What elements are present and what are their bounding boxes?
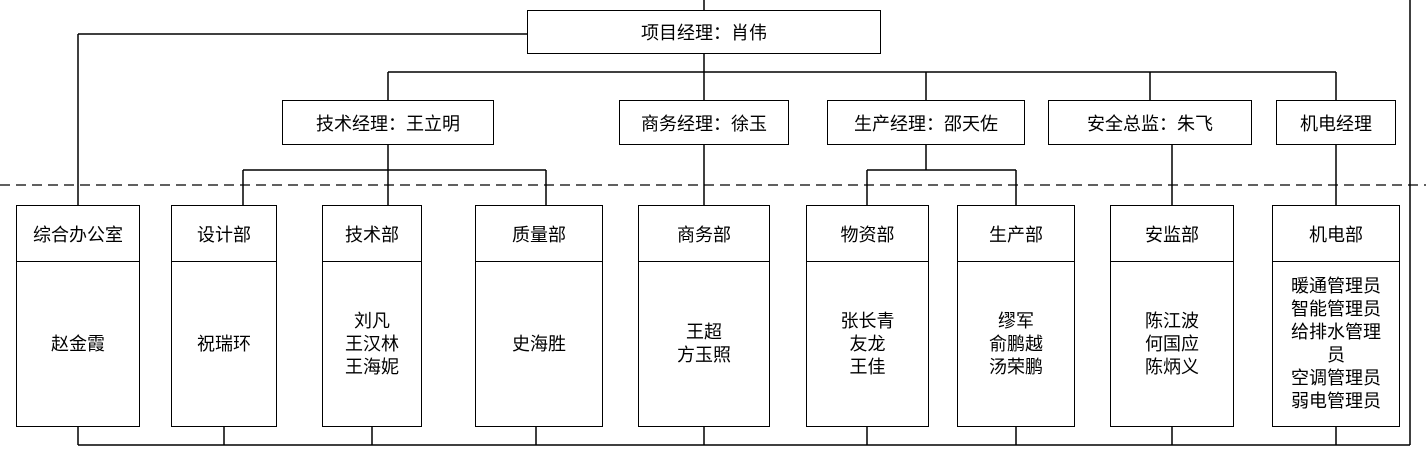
department-technical: 技术部 刘凡 王汉林 王海妮 — [322, 205, 422, 427]
department-quality: 质量部 史海胜 — [475, 205, 603, 427]
manager-label: 商务经理：徐玉 — [641, 113, 767, 135]
manager-box-business: 商务经理：徐玉 — [619, 100, 789, 145]
department-safety-supervision: 安监部 陈江波 何国应 陈炳义 — [1110, 205, 1234, 427]
department-title: 安监部 — [1111, 206, 1233, 262]
staff-names: 赵金霞 — [51, 333, 105, 355]
manager-box-production: 生产经理：邵天佐 — [827, 100, 1025, 145]
department-staff: 暖通管理员 智能管理员 给排水管理 员 空调管理员 弱电管理员 — [1273, 262, 1399, 426]
department-title: 机电部 — [1273, 206, 1399, 262]
department-title: 质量部 — [476, 206, 602, 262]
department-staff: 祝瑞环 — [172, 262, 276, 426]
staff-names: 王超 方玉照 — [677, 322, 731, 366]
staff-names: 刘凡 王汉林 王海妮 — [345, 310, 399, 378]
staff-names: 暖通管理员 智能管理员 给排水管理 员 空调管理员 弱电管理员 — [1291, 276, 1381, 412]
staff-names: 祝瑞环 — [197, 333, 251, 355]
project-manager-box: 项目经理：肖伟 — [527, 10, 881, 54]
department-staff: 史海胜 — [476, 262, 602, 426]
department-title: 综合办公室 — [17, 206, 139, 262]
department-staff: 缪军 俞鹏越 汤荣鹏 — [958, 262, 1074, 426]
manager-label: 安全总监：朱飞 — [1087, 113, 1213, 135]
manager-box-safety: 安全总监：朱飞 — [1048, 100, 1252, 145]
department-staff: 张长青 友龙 王佳 — [807, 262, 928, 426]
department-production: 生产部 缪军 俞鹏越 汤荣鹏 — [957, 205, 1075, 427]
manager-label: 技术经理：王立明 — [316, 113, 460, 135]
staff-names: 史海胜 — [512, 333, 566, 355]
department-title: 生产部 — [958, 206, 1074, 262]
department-staff: 陈江波 何国应 陈炳义 — [1111, 262, 1233, 426]
department-staff: 赵金霞 — [17, 262, 139, 426]
staff-names: 陈江波 何国应 陈炳义 — [1145, 310, 1199, 378]
manager-label: 生产经理：邵天佐 — [854, 113, 998, 135]
department-materials: 物资部 张长青 友龙 王佳 — [806, 205, 929, 427]
department-title: 商务部 — [639, 206, 769, 262]
department-mep: 机电部 暖通管理员 智能管理员 给排水管理 员 空调管理员 弱电管理员 — [1272, 205, 1400, 427]
manager-label: 机电经理 — [1300, 113, 1372, 135]
department-general-office: 综合办公室 赵金霞 — [16, 205, 140, 427]
project-manager-label: 项目经理：肖伟 — [641, 23, 767, 44]
staff-names: 张长青 友龙 王佳 — [840, 310, 895, 378]
staff-names: 缪军 俞鹏越 汤荣鹏 — [989, 310, 1043, 378]
department-title: 技术部 — [323, 206, 421, 262]
department-staff: 刘凡 王汉林 王海妮 — [323, 262, 421, 426]
department-title: 物资部 — [807, 206, 928, 262]
department-staff: 王超 方玉照 — [639, 262, 769, 426]
department-title: 设计部 — [172, 206, 276, 262]
manager-box-mep: 机电经理 — [1276, 100, 1396, 145]
manager-box-technical: 技术经理：王立明 — [282, 100, 494, 145]
department-design: 设计部 祝瑞环 — [171, 205, 277, 427]
department-business: 商务部 王超 方玉照 — [638, 205, 770, 427]
